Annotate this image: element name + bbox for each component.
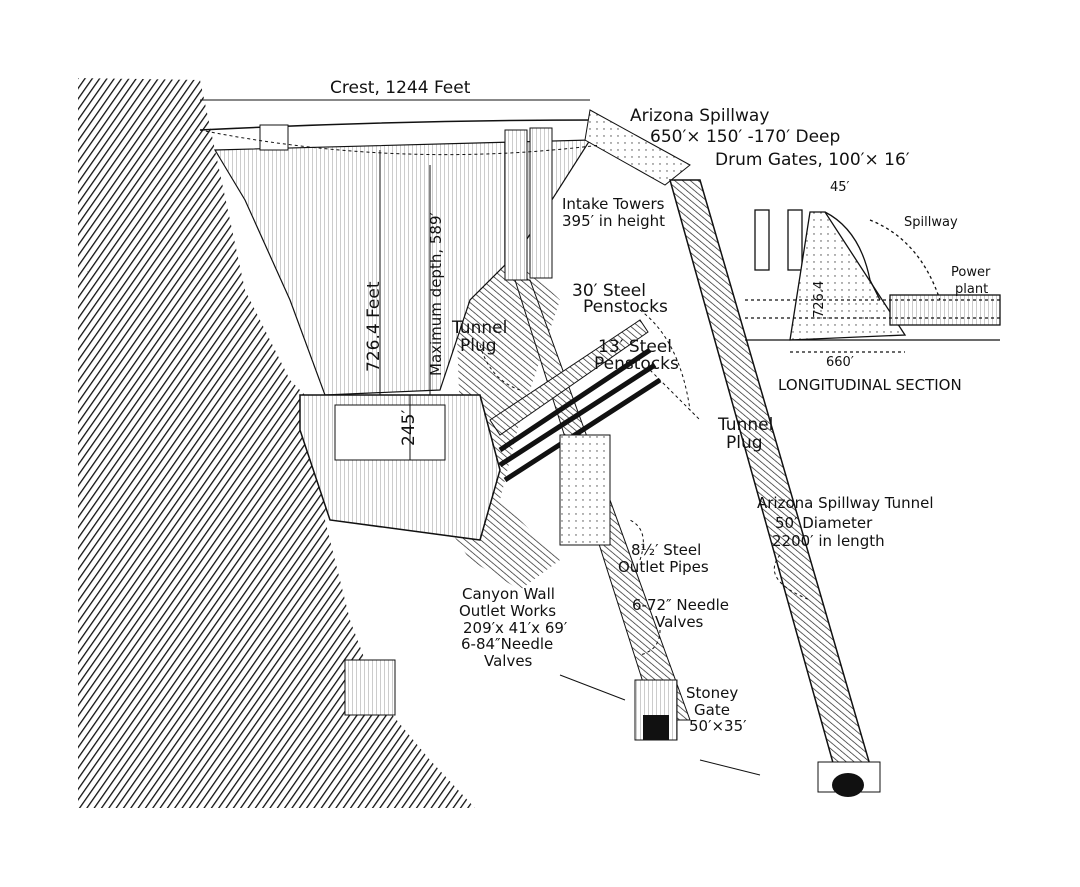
canyon-wall-label: Canyon Wall <box>462 585 555 603</box>
drum-gates-label: Drum Gates, 100′× 16′ <box>715 150 910 170</box>
stoney-gate-label-2: Gate <box>694 701 730 719</box>
section-title: LONGITUDINAL SECTION <box>778 376 962 394</box>
arizona-spillway-size: 650′× 150′ -170′ Deep <box>650 127 841 147</box>
penstocks-13-label-2: Penstocks <box>594 354 679 374</box>
outlet-pipes-label: 8½′ Steel <box>631 541 702 559</box>
intake-towers-label: Intake Towers <box>562 195 665 213</box>
section-base-label: 660′ <box>826 355 854 370</box>
canyon-wall-valves: 6-84″Needle <box>461 635 554 653</box>
needle-valves-72-label: 6-72″ Needle <box>632 596 730 614</box>
section-top-width: 45′ <box>830 180 850 195</box>
crest-label: Crest, 1244 Feet <box>330 78 471 98</box>
tunnel-plug-left: Tunnel <box>452 318 508 338</box>
max-depth-label: Maximum depth, 589′ <box>427 212 445 376</box>
section-power-label: Power <box>951 265 991 280</box>
canyon-wall-dimensions: 209′x 41′x 69′ <box>463 619 568 637</box>
arizona-spillway-title: Arizona Spillway <box>630 106 770 126</box>
intake-towers-height: 395′ in height <box>562 212 666 230</box>
longitudinal-section <box>745 209 1001 353</box>
section-height-label: 726.4 <box>812 280 827 318</box>
spillway-channel <box>584 109 691 186</box>
section-plant-label: plant <box>955 282 989 297</box>
penstocks-30-label-2: Penstocks <box>583 297 668 317</box>
penstock <box>489 319 649 436</box>
canyon-wall-label-2: Outlet Works <box>459 602 557 620</box>
tunnel-plug-right-2: Plug <box>726 433 763 453</box>
penstocks-30-label: 30′ Steel <box>572 281 646 301</box>
powerhouse-height-label: 245′ <box>399 409 419 446</box>
intake-tower <box>529 127 553 279</box>
spillway-tunnel-length: 2200′ in length <box>772 532 885 550</box>
penstocks-13-label: 13′ Steel <box>598 337 672 357</box>
canyon-wall-left <box>78 78 475 808</box>
stoney-gate-size: 50′×35′ <box>689 717 747 735</box>
tunnel-plug-right: Tunnel <box>718 415 774 435</box>
section-spillway-label: Spillway <box>904 215 958 230</box>
canyon-wall-valves-2: Valves <box>484 652 533 670</box>
tunnel-plug-left-2: Plug <box>460 336 497 356</box>
spillway-tunnel-title: Arizona Spillway Tunnel <box>757 494 934 512</box>
outlet-pipes-label-2: Outlet Pipes <box>618 558 709 576</box>
spillway-tunnel-diameter: 50′ Diameter <box>775 514 873 532</box>
needle-valves-72-label-2: Valves <box>655 613 704 631</box>
dam-height-label: 726.4 Feet <box>364 281 384 372</box>
stoney-gate-label: Stoney <box>686 684 739 702</box>
dam-face <box>213 139 592 396</box>
